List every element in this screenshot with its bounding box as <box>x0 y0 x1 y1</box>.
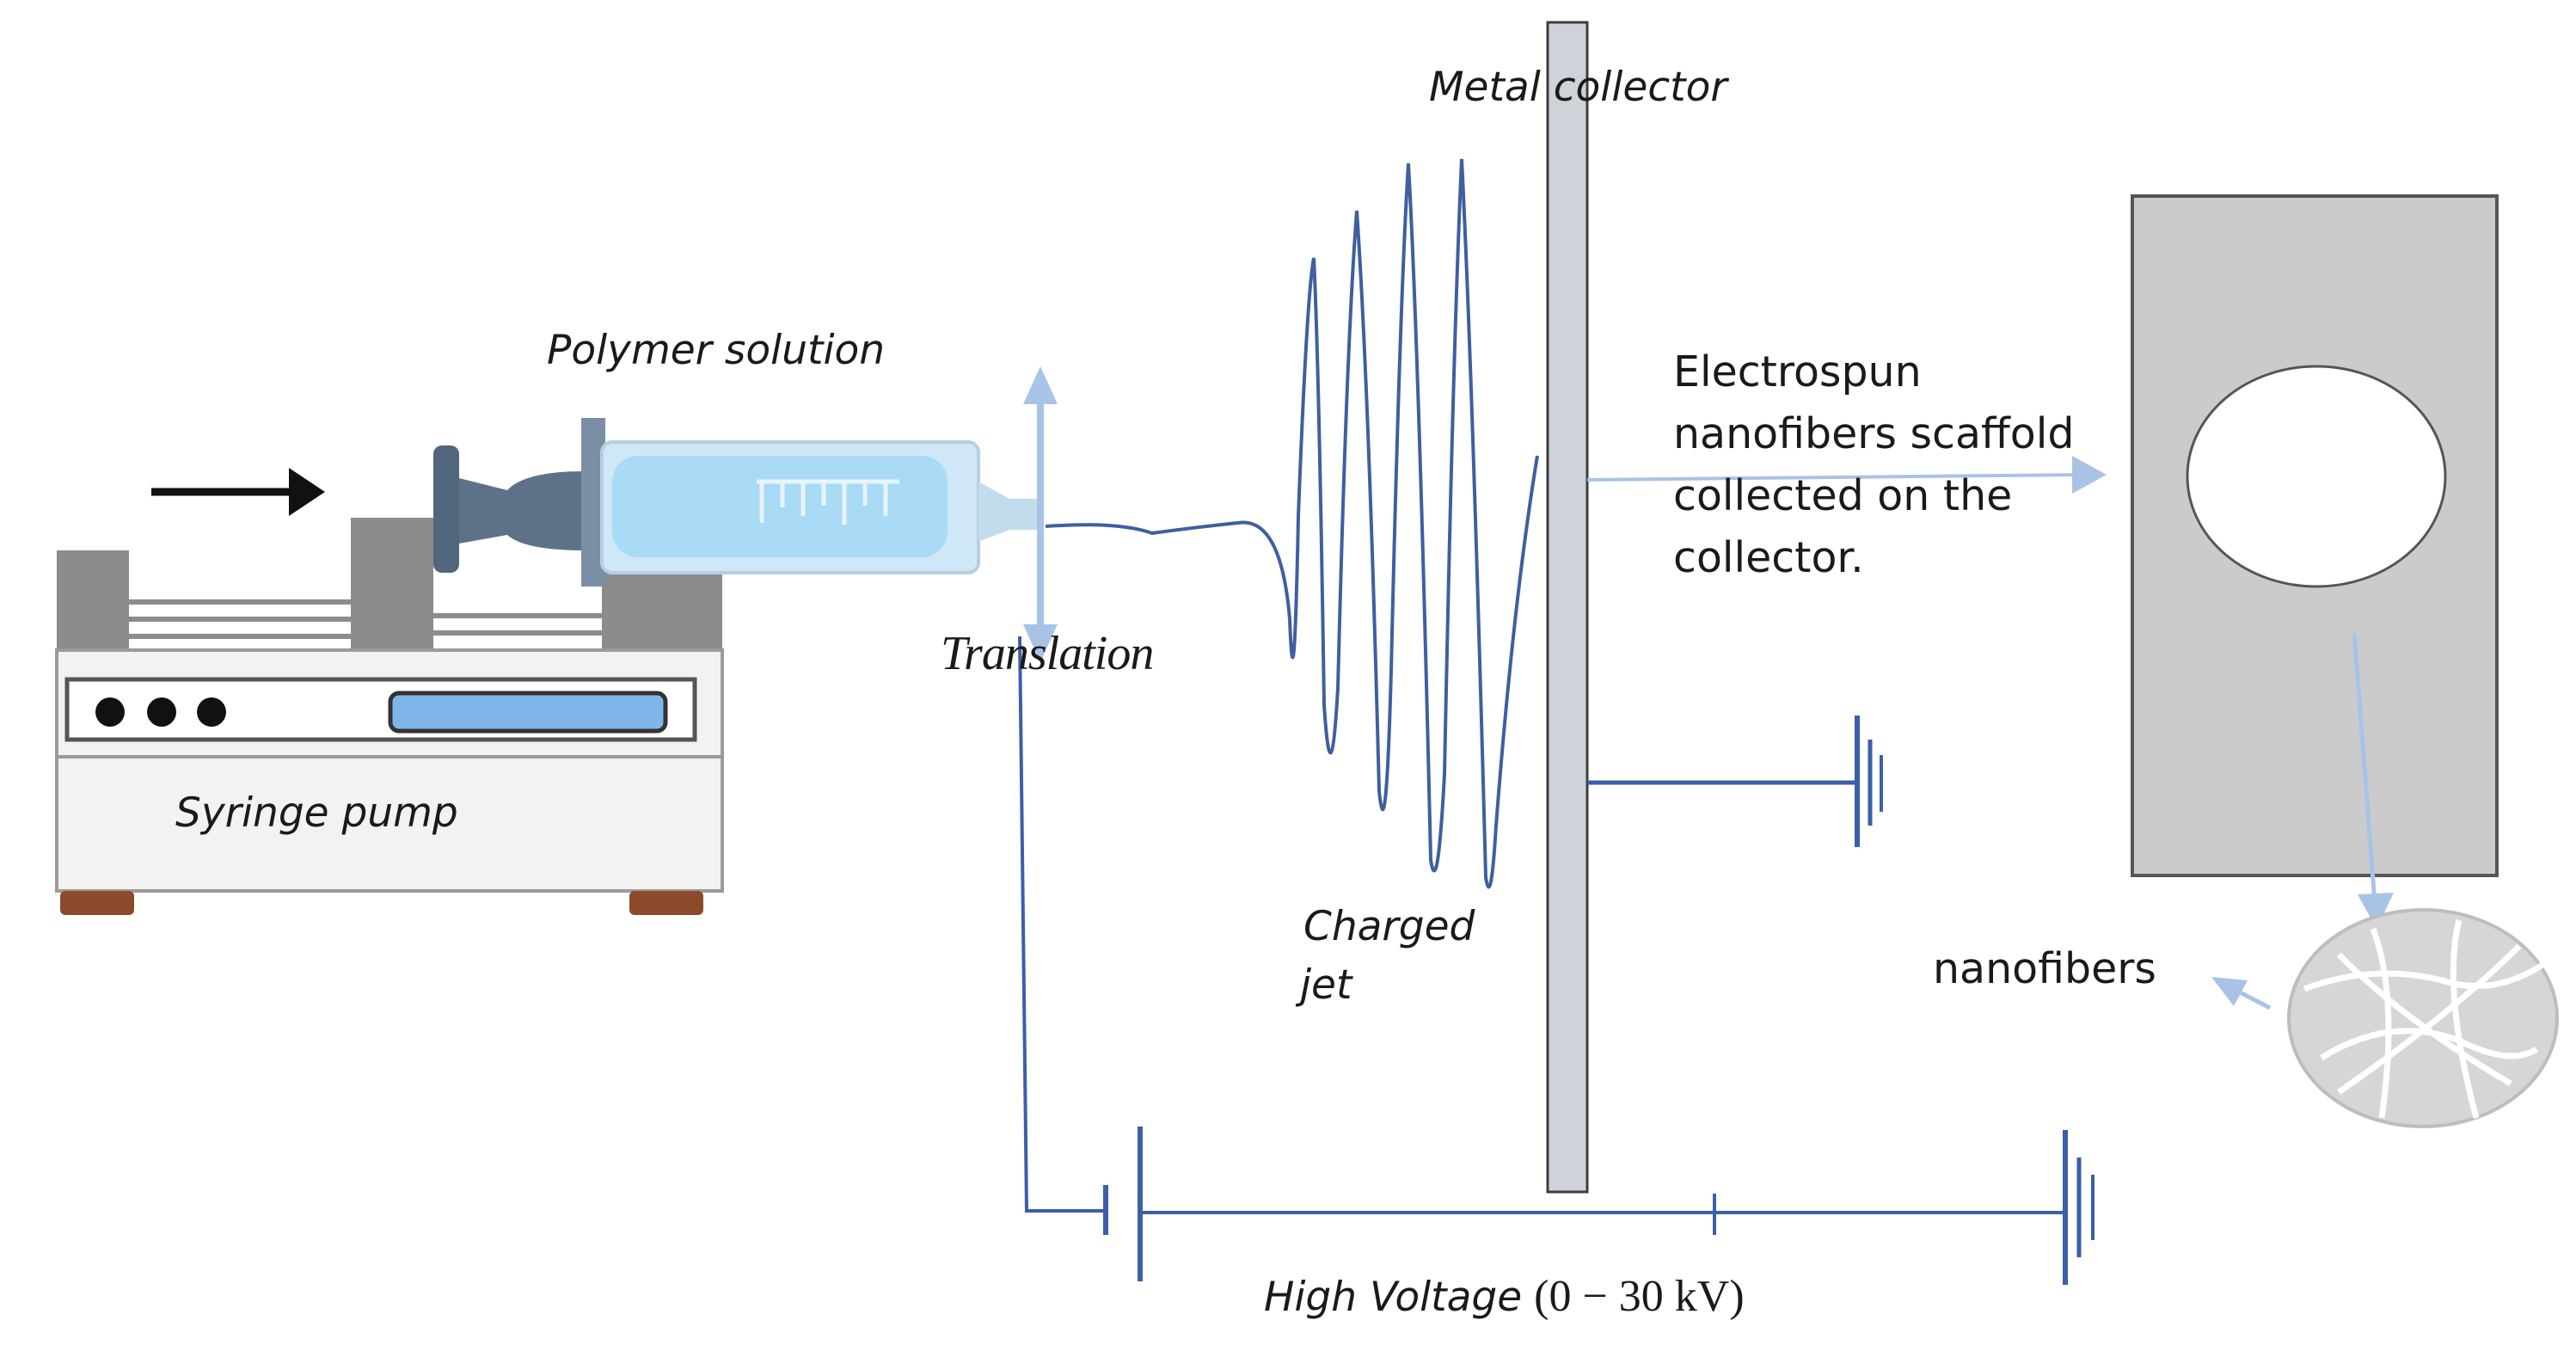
pump-foot <box>60 891 134 915</box>
metal-collector-label: Metal collector <box>1429 64 1727 111</box>
right-arrow-icon <box>151 468 325 516</box>
polymer-solution-label: Polymer solution <box>547 327 886 374</box>
syringe-fluid <box>612 456 948 557</box>
nanofibers-label: nanofibers <box>1933 944 2156 993</box>
electrospun-line-1: Electrospun <box>1673 347 1922 396</box>
pump-button <box>95 697 125 727</box>
syringe-pump-label: Syringe pump <box>175 789 458 837</box>
magnifier-circle-icon <box>2287 908 2559 1128</box>
electrospun-line-3: collected on the <box>1673 471 2013 520</box>
syringe-plunger-cap <box>433 445 459 573</box>
high-voltage-text: High Voltage <box>1264 1274 1523 1321</box>
electrospun-line-2: nanofibers scaffold <box>1673 409 2075 458</box>
syringe <box>433 418 1042 587</box>
syringe-plunger <box>459 471 585 550</box>
translation-label: Translation <box>941 627 1154 680</box>
pump-right-block <box>602 566 722 652</box>
scaffold-hole <box>2186 365 2447 588</box>
double-arrow-vertical-icon <box>1023 366 1058 662</box>
charged-jet-line-1: Charged <box>1303 903 1475 950</box>
syringe-pump <box>55 518 724 915</box>
voltage-range: (0 − 30 kV) <box>1534 1272 1745 1321</box>
scaffold-arrow <box>1586 456 2107 494</box>
metal-collector <box>1546 21 1589 1194</box>
pump-rails <box>129 599 602 639</box>
syringe-scale <box>757 479 899 525</box>
pump-foot <box>629 891 703 915</box>
nanofibers-arrow-head <box>2211 977 2248 1006</box>
ground-icon <box>2063 1130 2095 1285</box>
pump-left-block <box>57 550 129 652</box>
pump-button <box>197 697 226 727</box>
pump-button <box>147 697 176 727</box>
charged-jet-line-2: jet <box>1300 961 1352 1009</box>
supply-wire <box>1018 636 1106 1213</box>
high-voltage-label: High Voltage (0 − 30 kV) <box>1264 1271 1745 1322</box>
ground-icon <box>1587 715 1883 847</box>
charged-jet <box>1045 158 1539 889</box>
syringe-tip <box>978 482 1042 542</box>
zoom-arrow-head <box>2358 893 2394 929</box>
pump-mid-block <box>351 518 433 652</box>
pump-display <box>388 691 668 734</box>
battery-icon <box>1103 1127 1143 1281</box>
zoom-arrow <box>2352 632 2377 904</box>
electrospun-line-4: collector. <box>1673 533 1864 582</box>
